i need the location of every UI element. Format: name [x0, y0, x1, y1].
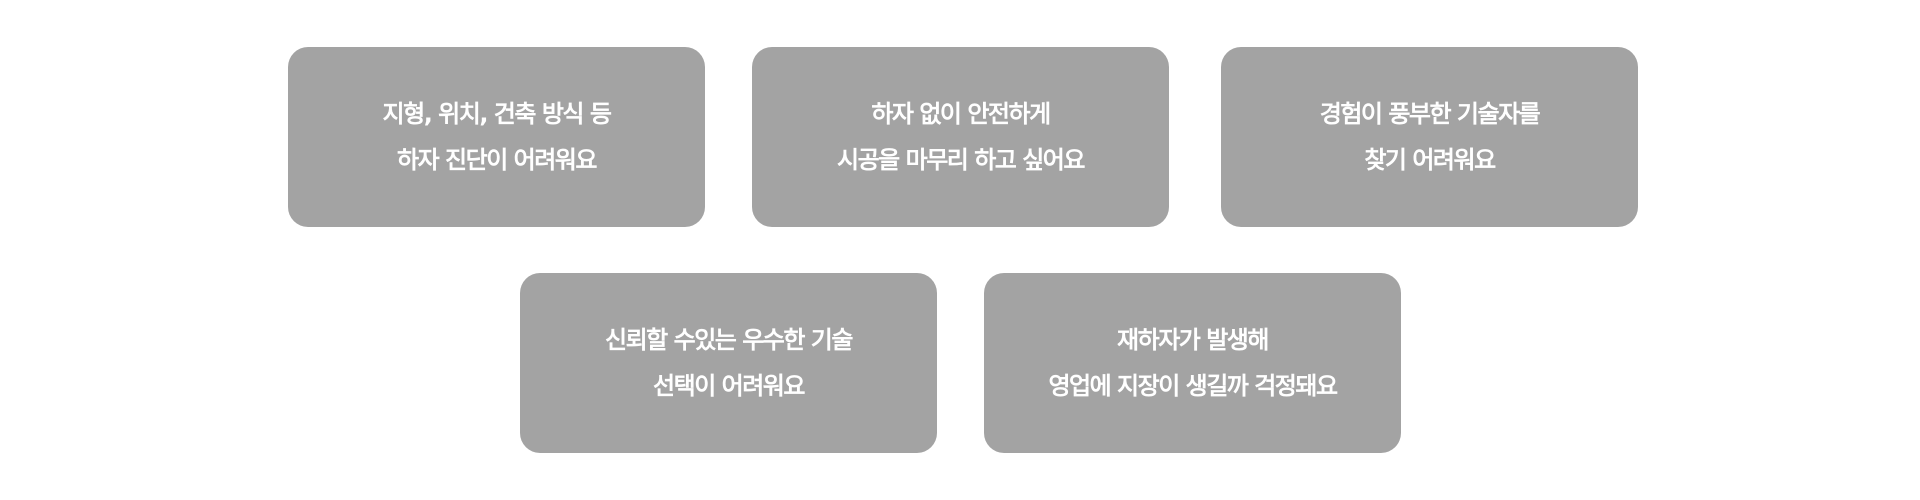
card-text-line-1: 지형, 위치, 건축 방식 등 [382, 100, 612, 128]
card-text-line-1: 신뢰할 수있는 우수한 기술 [605, 326, 853, 354]
card-text-line-2: 하자 진단이 어려워요 [397, 146, 597, 174]
card-text-line-2: 찾기 어려워요 [1364, 146, 1496, 174]
pain-point-card-diagnosis: 지형, 위치, 건축 방식 등 하자 진단이 어려워요 [288, 47, 705, 227]
pain-point-card-find-technician: 경험이 풍부한 기술자를 찾기 어려워요 [1221, 47, 1638, 227]
card-text-line-2: 시공을 마무리 하고 싶어요 [837, 146, 1085, 174]
pain-point-card-safe-construction: 하자 없이 안전하게 시공을 마무리 하고 싶어요 [752, 47, 1169, 227]
card-text-line-1: 재하자가 발생해 [1117, 326, 1269, 354]
pain-point-card-recurring-defect: 재하자가 발생해 영업에 지장이 생길까 걱정돼요 [984, 273, 1401, 453]
card-text-line-2: 영업에 지장이 생길까 걱정돼요 [1048, 372, 1338, 400]
pain-point-card-choose-technology: 신뢰할 수있는 우수한 기술 선택이 어려워요 [520, 273, 937, 453]
card-text-line-2: 선택이 어려워요 [653, 372, 805, 400]
card-text-line-1: 하자 없이 안전하게 [871, 100, 1051, 128]
card-text-line-1: 경험이 풍부한 기술자를 [1319, 100, 1541, 128]
